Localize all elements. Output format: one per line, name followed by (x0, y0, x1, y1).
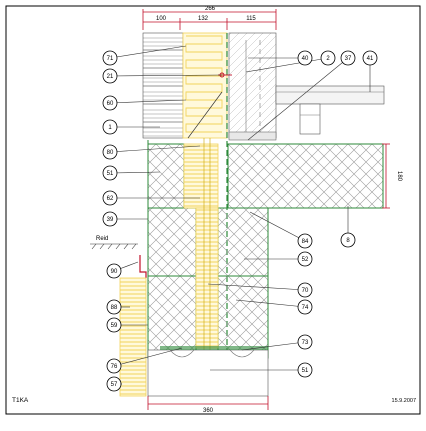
leader-line (113, 347, 183, 367)
drain-left (169, 349, 195, 358)
drain-right (229, 349, 255, 358)
central-insulation (183, 143, 219, 209)
marker-circle (106, 317, 122, 333)
marker-circle (297, 299, 313, 315)
beam-support (299, 103, 321, 135)
dim-base: 360 (203, 408, 214, 414)
marker-circle (102, 211, 118, 227)
marker-circle (102, 190, 118, 206)
marker-circle (297, 233, 313, 249)
leader-line (109, 74, 223, 77)
marker-label: 62 (107, 196, 114, 202)
foundation-lower-left (147, 207, 197, 359)
wood-panel (228, 32, 277, 139)
top-dimensions (142, 9, 277, 30)
marker-circle (362, 50, 378, 66)
marker-circle (102, 119, 118, 135)
marker-label: 40 (302, 56, 309, 62)
dim-total: 266 (205, 6, 216, 12)
base-dimension (147, 396, 269, 410)
leader-line (247, 57, 349, 141)
dim-cladding: 115 (246, 16, 256, 22)
marker-label: 60 (107, 101, 114, 107)
leader-line (235, 299, 306, 308)
foundation-left (147, 143, 185, 209)
marker-label: 59 (111, 323, 118, 329)
leader-line (109, 145, 201, 153)
dim-brick: 100 (156, 16, 167, 22)
marker-circle (297, 362, 313, 378)
marker-label: 51 (107, 171, 114, 177)
marker-label: 51 (302, 368, 309, 374)
leader-line (109, 99, 187, 104)
marker-label: 2 (326, 56, 330, 62)
drawing-code: T1KA (12, 397, 29, 404)
diagonal-brace (187, 91, 223, 139)
marker-label: 74 (302, 305, 309, 311)
marker-circle (102, 95, 118, 111)
leader-line (109, 45, 187, 59)
dim-slab: 180 (396, 171, 402, 182)
upper-insulation (182, 32, 228, 139)
dim-insulation: 132 (198, 16, 209, 22)
marker-label: 39 (107, 217, 114, 223)
marker-circle (297, 50, 313, 66)
outer-border (5, 5, 421, 415)
central-insulation-lower (195, 207, 219, 349)
marker-label: 88 (111, 305, 118, 311)
leader-line (245, 57, 329, 73)
footing-top-strip (160, 346, 268, 350)
marker-bubbles: 71 21 60 1 80 51 62 39 90 88 59 76 57 40 2 37 41 8 84 52 70 7… (102, 50, 378, 392)
marker-label: 70 (302, 288, 309, 294)
marker-label: 71 (107, 56, 114, 62)
marker-label: 84 (302, 239, 309, 245)
marker-label: 41 (367, 56, 374, 62)
leader-line (241, 341, 306, 351)
marker-label: 8 (346, 238, 350, 244)
slab-dimension (382, 143, 390, 209)
marker-label: 1 (108, 125, 112, 131)
foundation-lower-right (217, 207, 269, 359)
marker-label: 76 (111, 364, 118, 370)
marker-label: 57 (111, 382, 118, 388)
marker-label: 52 (302, 257, 309, 263)
damp-course (139, 255, 147, 278)
brick-veneer (142, 32, 184, 139)
marker-circle (106, 376, 122, 392)
marker-circle (102, 144, 118, 160)
marker-circle (102, 50, 118, 66)
footing (147, 349, 269, 397)
drawing-date: 15.9.2007 (392, 398, 416, 404)
concrete-slab (227, 143, 384, 209)
marker-label: 21 (107, 74, 114, 80)
marker-circle (102, 165, 118, 181)
marker-circle (297, 334, 313, 350)
leader-line (207, 283, 306, 291)
brick-courses (143, 49, 183, 123)
marker-circle (106, 299, 122, 315)
marker-circle (102, 68, 118, 84)
ground-label: Reid (96, 236, 108, 242)
leader-line (249, 211, 306, 242)
perimeter-insulation (119, 277, 147, 397)
ground-line (90, 243, 138, 250)
marker-circle (106, 263, 122, 279)
marker-label: 37 (345, 56, 352, 62)
marker-circle (340, 50, 356, 66)
marker-circle (297, 282, 313, 298)
leader-lines (109, 45, 371, 385)
marker-label: 90 (111, 269, 118, 275)
marker-circle (297, 251, 313, 267)
leader-line (109, 171, 161, 174)
marker-circle (320, 50, 336, 66)
marker-circle (340, 232, 356, 248)
marker-label: 73 (302, 340, 309, 346)
marker-label: 80 (107, 150, 114, 156)
insulation-zigzag (185, 35, 223, 133)
marker-circle (106, 358, 122, 374)
floor-beam (275, 85, 385, 105)
